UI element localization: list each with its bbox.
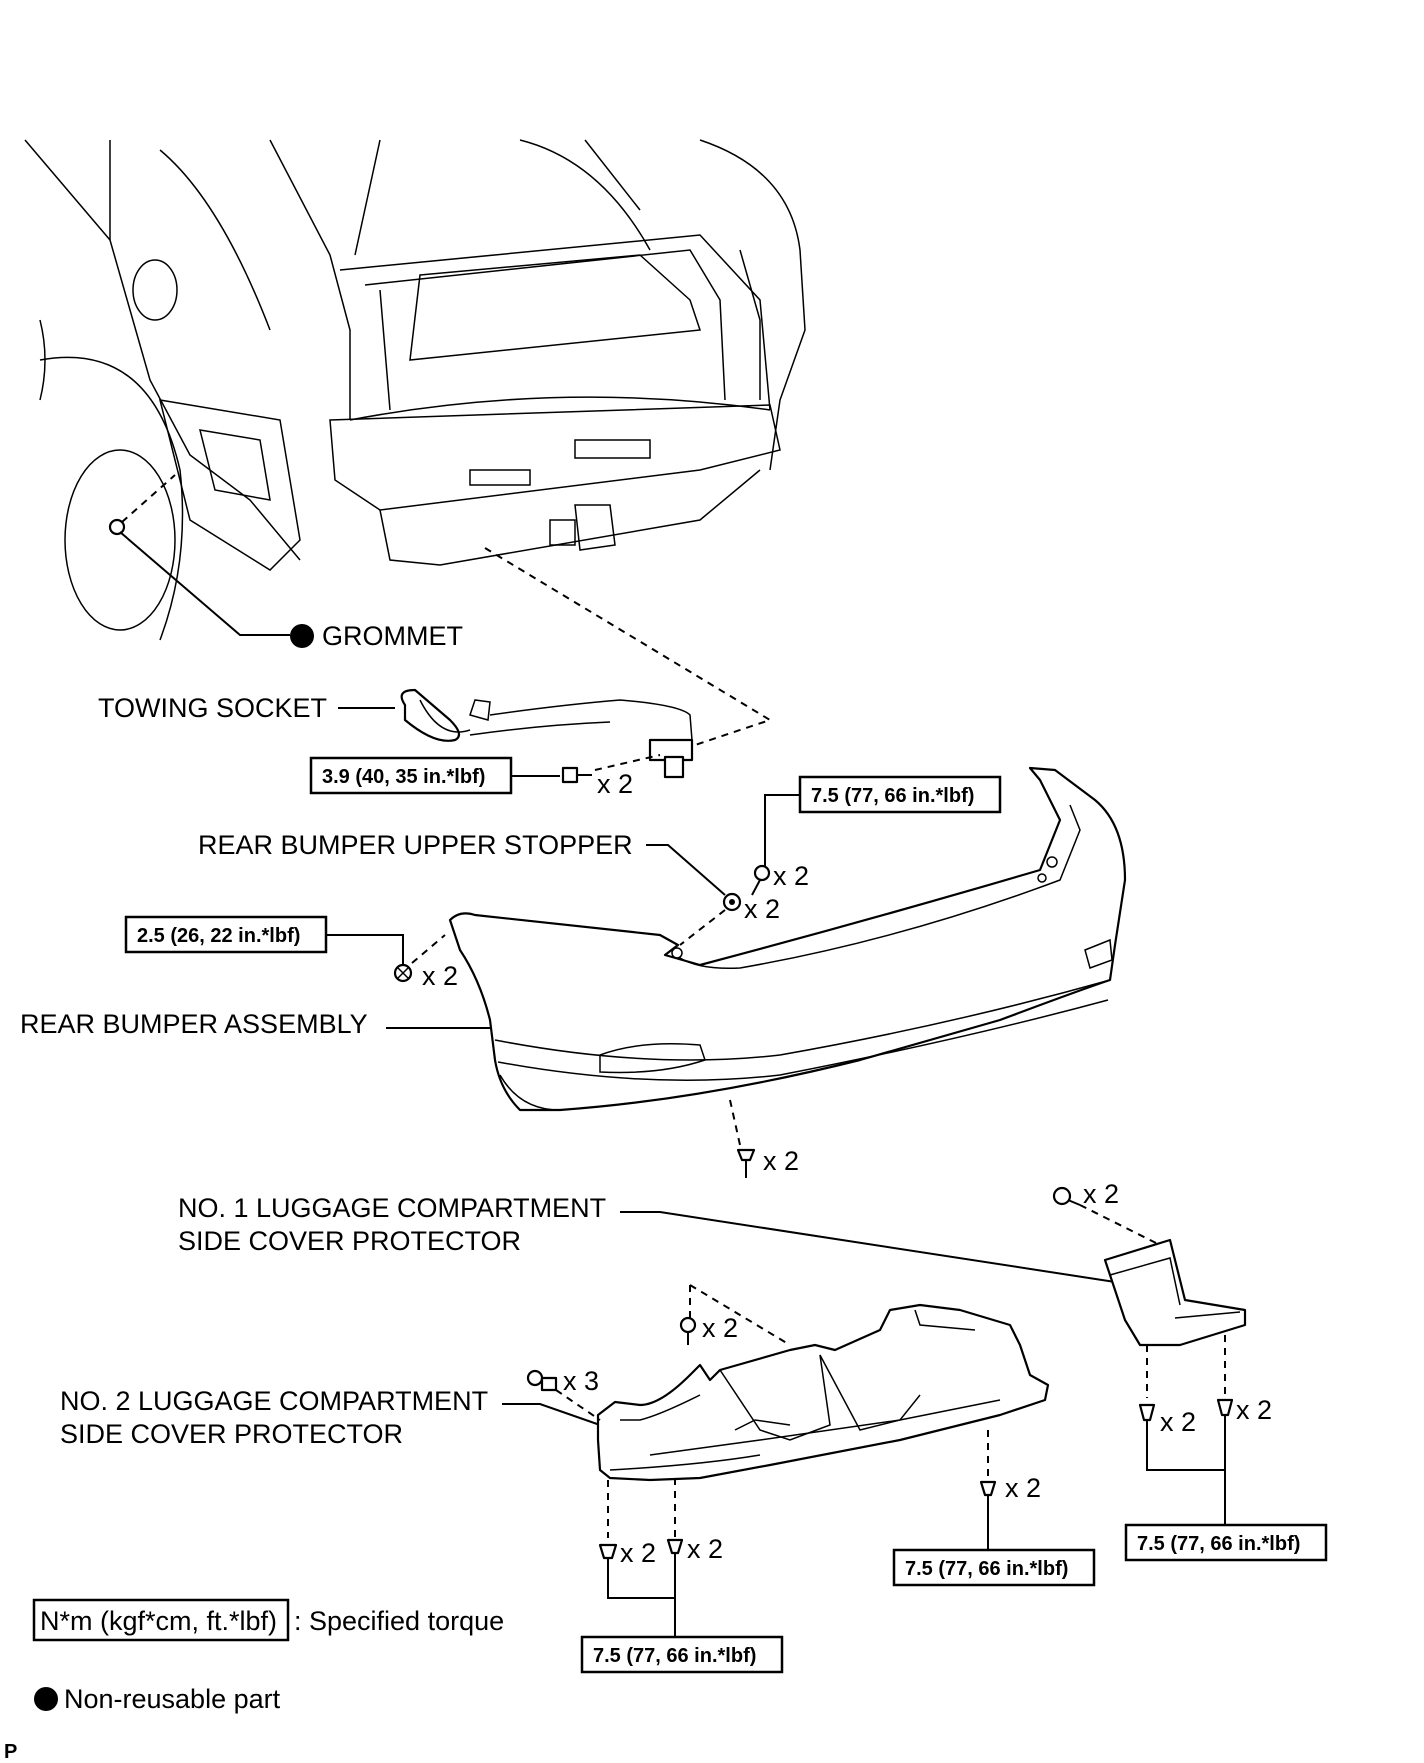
nonreusable-marker-icon xyxy=(290,624,314,648)
no1-protector-label-line1: NO. 1 LUGGAGE COMPARTMENT xyxy=(178,1193,606,1223)
bolt-icon xyxy=(561,766,592,784)
legend-torque-text: : Specified torque xyxy=(294,1606,504,1636)
qty-upper-bolt: x 2 xyxy=(773,861,809,891)
towing-socket-label: TOWING SOCKET xyxy=(98,693,327,723)
no2-protector-illustration xyxy=(596,1303,1050,1482)
qty-no1-top-screw: x 2 xyxy=(1083,1179,1119,1209)
legend-torque-box xyxy=(32,1598,290,1642)
qty-no2-top-screw: x 2 xyxy=(702,1313,738,1343)
no1-protector-label-line2: SIDE COVER PROTECTOR xyxy=(178,1226,521,1256)
legend-nonreusable-text: Non-reusable part xyxy=(64,1684,281,1714)
qty-no2-bottom-left-b: x 2 xyxy=(687,1534,723,1564)
screw-icon xyxy=(679,1316,697,1345)
grommet-label: GROMMET xyxy=(322,621,463,651)
rear-bumper-illustration xyxy=(448,766,1127,1112)
legend-torque-box-text: N*m (kgf*cm, ft.*lbf) xyxy=(40,1606,277,1636)
torque-side-screw: 2.5 (26, 22 in.*lbf) xyxy=(137,925,300,947)
grommet-icon xyxy=(108,518,126,536)
qty-bottom-screw: x 2 xyxy=(763,1146,799,1176)
torque-box-side xyxy=(124,915,328,954)
bolt-icon xyxy=(979,1480,997,1550)
qty-no2-clip: x 3 xyxy=(563,1366,599,1396)
bolt-icon xyxy=(1216,1398,1234,1440)
qty-upper-stopper: x 2 xyxy=(744,894,780,924)
qty-no1-bottom-right: x 2 xyxy=(1236,1395,1272,1425)
torque-box-towing xyxy=(309,756,513,795)
corner-mark: P xyxy=(4,1741,17,1763)
qty-no2-bottom-mid: x 2 xyxy=(1005,1473,1041,1503)
no2-protector-label-line1: NO. 2 LUGGAGE COMPARTMENT xyxy=(60,1386,488,1416)
torque-towing-bolt: 3.9 (40, 35 in.*lbf) xyxy=(322,766,485,788)
bolt-icon xyxy=(1138,1403,1156,1440)
clip-icon xyxy=(526,1369,558,1392)
torque-box-lower-mid xyxy=(892,1548,1096,1587)
torque-lower-left: 7.5 (77, 66 in.*lbf) xyxy=(593,1645,756,1667)
screw-icon xyxy=(736,1148,756,1178)
bolt-icon xyxy=(666,1538,684,1578)
screw-icon xyxy=(393,963,413,983)
bolt-icon xyxy=(751,864,771,896)
no2-protector-label-line2: SIDE COVER PROTECTOR xyxy=(60,1419,403,1449)
qty-side-screw: x 2 xyxy=(422,961,458,991)
towing-socket-illustration xyxy=(400,547,773,779)
qty-no2-bottom-left-a: x 2 xyxy=(620,1538,656,1568)
torque-lower-mid: 7.5 (77, 66 in.*lbf) xyxy=(905,1558,1068,1580)
torque-box-lower-left xyxy=(580,1635,784,1674)
torque-box-upper xyxy=(798,775,1002,814)
screw-icon xyxy=(1052,1186,1081,1206)
torque-box-lower-right xyxy=(1124,1523,1328,1562)
upper-stopper-label: REAR BUMPER UPPER STOPPER xyxy=(198,830,633,860)
legend: N*m (kgf*cm, ft.*lbf) : Specified torque… xyxy=(32,1598,504,1714)
qty-towing-bolt: x 2 xyxy=(597,769,633,799)
bolt-icon xyxy=(598,1543,618,1578)
no1-protector-illustration xyxy=(1103,1238,1247,1347)
torque-upper-bolt: 7.5 (77, 66 in.*lbf) xyxy=(811,785,974,807)
torque-lower-right: 7.5 (77, 66 in.*lbf) xyxy=(1137,1533,1300,1555)
bumper-assembly-label: REAR BUMPER ASSEMBLY xyxy=(20,1009,368,1039)
qty-no1-bottom-left: x 2 xyxy=(1160,1407,1196,1437)
nonreusable-legend-icon xyxy=(34,1687,58,1711)
vehicle-rear-illustration xyxy=(24,139,806,641)
